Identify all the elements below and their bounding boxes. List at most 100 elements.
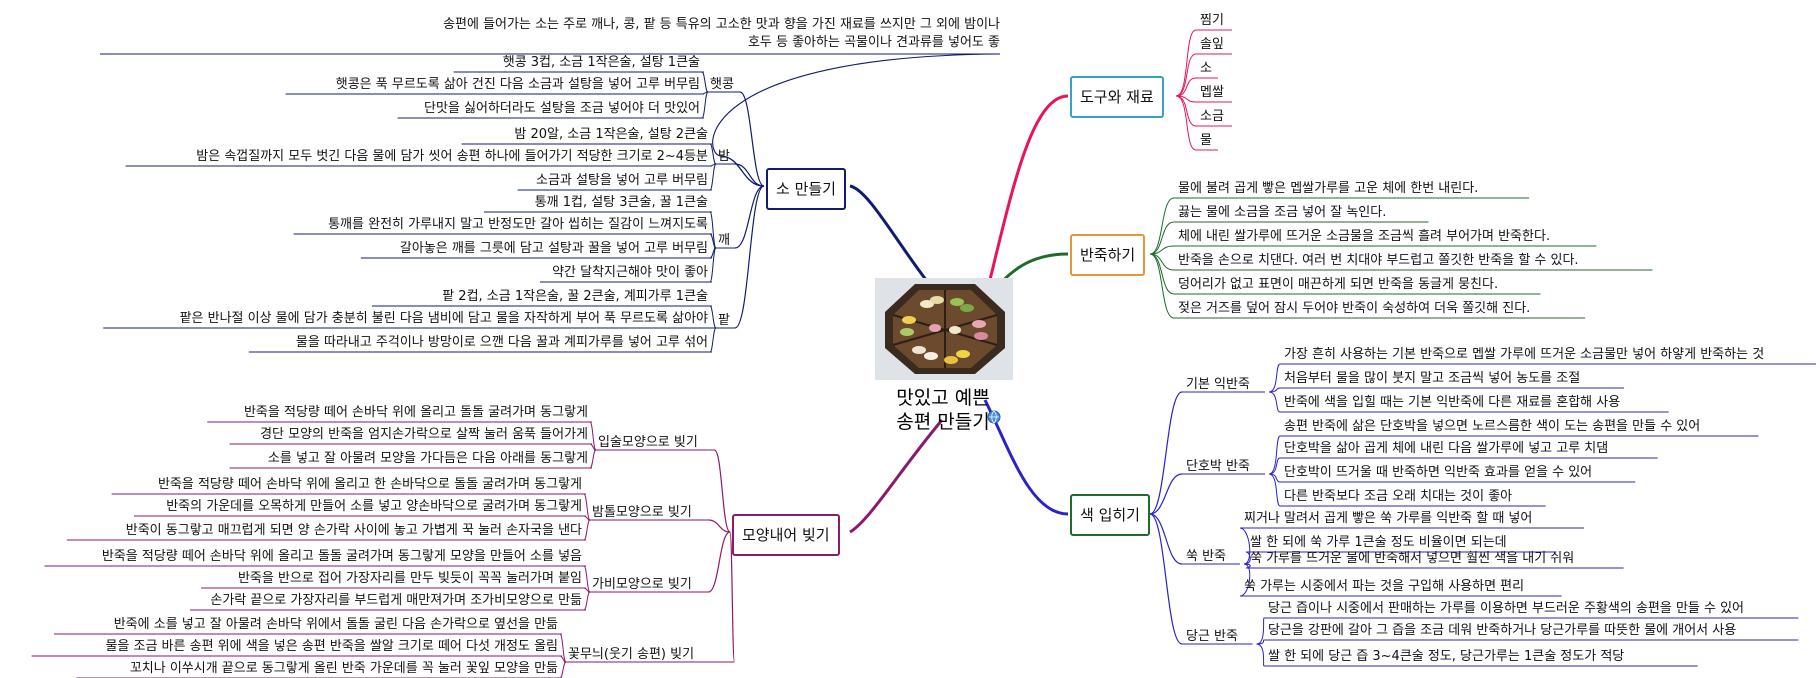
connector	[1149, 513, 1183, 645]
color-item[interactable]: 당근 즙이나 시중에서 판매하는 가루를 이용하면 부드러운 주황색의 송편을 …	[1268, 601, 1745, 616]
so-item[interactable]: 밤은 속껍질까지 모두 벗긴 다음 물에 담가 씻어 송편 하나에 들어가기 적…	[196, 149, 708, 164]
color-group-label-3[interactable]: 당근 반죽	[1186, 629, 1238, 644]
shape-item[interactable]: 반죽을 적당량 떼어 손바닥 위에 올리고 돌돌 굴려가며 동그랗게 모양을 만…	[101, 549, 582, 564]
dough-step[interactable]: 체에 내린 쌀가루에 뜨거운 소금물을 조금씩 흘려 부어가며 반죽한다.	[1178, 229, 1551, 244]
connector	[583, 519, 591, 541]
connector	[1175, 29, 1197, 97]
so-item[interactable]: 팥은 반나절 이상 물에 담가 충분히 불린 다음 냄비에 담고 물을 자작하게…	[179, 311, 708, 326]
connector	[709, 233, 717, 249]
connector	[559, 633, 567, 663]
so-group-label-1[interactable]: 밤	[718, 149, 730, 164]
shape-item[interactable]: 반죽을 적당량 떼어 손바닥 위에 올리고 돌돌 굴려가며 동그랗게	[243, 405, 588, 420]
connector	[983, 94, 1069, 301]
dough-step[interactable]: 덩어리가 없고 표면이 매끈하게 되면 반죽을 동글게 뭉친다.	[1178, 277, 1499, 292]
connector	[712, 53, 1001, 157]
topic-so-making[interactable]: 소 만들기	[766, 168, 846, 210]
shape-item[interactable]: 소를 넣고 잘 아물려 모양을 가다듬은 다음 아래를 동그랗게	[267, 451, 588, 466]
so-item[interactable]: 햇콩은 푹 무르도록 삶아 건진 다음 소금과 설탕을 넣어 고루 버무림	[335, 77, 700, 92]
connector	[1149, 473, 1183, 515]
connector	[734, 185, 765, 329]
color-group-label-1[interactable]: 단호박 반죽	[1186, 459, 1250, 474]
dough-step[interactable]: 끓는 물에 소금을 조금 넣어 잘 녹인다.	[1178, 205, 1387, 220]
connector	[1268, 363, 1281, 393]
connector	[1256, 617, 1265, 645]
so-item[interactable]: 팥 2컵, 소금 1작은술, 꿀 2큰술, 계피가루 1큰술	[442, 289, 708, 304]
connector	[559, 661, 567, 678]
color-item[interactable]: 다른 반죽보다 조금 오래 치대는 것이 좋아	[1284, 489, 1513, 504]
tool-item[interactable]: 소금	[1200, 109, 1224, 124]
connector	[1149, 391, 1183, 515]
connector	[709, 247, 717, 283]
shape-item[interactable]: 반죽을 적당량 떼어 손바닥 위에 올리고 한 손바닥으로 돌돌 굴려가며 동그…	[157, 477, 582, 492]
color-item[interactable]: 단호박이 뜨거울 때 반죽하면 익반죽 효과를 얻을 수 있어	[1284, 465, 1593, 480]
so-item[interactable]: 햇콩 3컵, 소금 1작은술, 설탕 1큰술	[502, 55, 700, 70]
tool-item[interactable]: 물	[1200, 133, 1212, 148]
color-item[interactable]: 당근을 강판에 갈아 그 즙을 조금 데워 반죽하거나 당근가루를 따뜻한 물에…	[1268, 623, 1737, 638]
color-item[interactable]: 쑥 가루는 시중에서 파는 것을 구입해 사용하면 편리	[1244, 579, 1525, 594]
connector	[1256, 643, 1265, 667]
so-item[interactable]: 물을 따라내고 주걱이나 방망이로 으깬 다음 꿀과 계피가루를 넣어 고루 섞…	[295, 335, 708, 350]
connector	[589, 421, 597, 451]
connector	[734, 185, 765, 249]
dough-step[interactable]: 반죽을 손으로 치댄다. 여러 번 치대야 부드럽고 쫄깃한 반죽을 할 수 있…	[1178, 253, 1579, 268]
so-group-label-3[interactable]: 팥	[718, 313, 730, 328]
shape-item[interactable]: 손가락 끝으로 가장자리를 부드럽게 매만져가며 조가비모양으로 만듦	[210, 593, 582, 608]
color-item[interactable]: 찌거나 말려서 곱게 빻은 쑥 가루를 익반죽 할 때 넣어	[1244, 511, 1533, 526]
connector	[709, 327, 717, 353]
songpyeon-tray-image	[875, 278, 1013, 380]
so-item[interactable]: 소금과 설탕을 넣어 고루 버무림	[535, 173, 708, 188]
so-item[interactable]: 단맛을 싫어하더라도 설탕을 조금 넣어야 더 맛있어	[424, 101, 700, 116]
connector	[709, 143, 717, 165]
shape-item[interactable]: 반죽에 소를 넣고 잘 아물려 손바닥 위에서 돌돌 굴린 다음 손가락으로 옆…	[113, 617, 558, 632]
color-item[interactable]: 가장 흔히 사용하는 기본 반죽으로 멥쌀 가루에 뜨거운 소금물만 넣어 하얗…	[1284, 347, 1765, 362]
connector	[734, 163, 765, 187]
connector	[709, 305, 717, 329]
topic-dough[interactable]: 반죽하기	[1070, 234, 1146, 276]
so-group-label-0[interactable]: 햇콩	[710, 77, 734, 92]
color-item[interactable]: 송편 반죽에 삶은 단호박을 넣으면 노르스름한 색이 도는 송편을 만들 수 …	[1284, 419, 1701, 434]
shape-group-label-0[interactable]: 입술모양으로 빚기	[598, 435, 698, 450]
shape-item[interactable]: 꼬치나 이쑤시개 끝으로 동그랗게 올린 반죽 가운데를 꼭 눌러 꽃잎 모양을…	[129, 661, 558, 676]
connector	[709, 163, 717, 191]
shape-group-label-3[interactable]: 꽃무늬(웃기 송편) 빚기	[568, 647, 695, 662]
so-item[interactable]: 통깨 1컵, 설탕 3큰술, 꿀 1큰술	[534, 195, 708, 210]
tool-item[interactable]: 솔잎	[1200, 37, 1224, 52]
so-item[interactable]: 약간 달착지근해야 맛이 좋아	[552, 265, 708, 280]
shape-group-label-1[interactable]: 밤톨모양으로 빚기	[592, 505, 692, 520]
shape-group-label-2[interactable]: 가비모양으로 빚기	[592, 577, 692, 592]
color-item[interactable]: 쌀 한 되에 쑥 가루 1큰술 정도 비율이면 되는데	[1250, 535, 1507, 550]
connector	[1149, 253, 1175, 319]
color-group-label-0[interactable]: 기본 익반죽	[1186, 377, 1250, 392]
shape-item[interactable]: 반죽의 가운데를 오목하게 만들어 소를 넣고 양손바닥으로 굴려가며 동그랗게	[166, 499, 582, 514]
dough-step[interactable]: 젖은 거즈를 덮어 잠시 두어야 반죽이 숙성하여 더욱 쫄깃해 진다.	[1178, 301, 1531, 316]
dough-step[interactable]: 물에 불려 곱게 빻은 멥쌀가루를 고운 체에 한번 내린다.	[1178, 181, 1479, 196]
so-item[interactable]: 갈아놓은 깨를 그릇에 담고 설탕과 꿀을 넣어 고루 버무림	[399, 241, 708, 256]
topic-tools-ingredients[interactable]: 도구와 재료	[1070, 76, 1164, 118]
shape-item[interactable]: 물을 조금 바른 송편 위에 색을 넣은 송편 반죽을 쌀알 크기로 떼어 다섯…	[105, 639, 558, 654]
color-item[interactable]: 반죽에 색을 입힐 때는 기본 익반죽에 다른 재료를 혼합해 사용	[1284, 395, 1621, 410]
globe-icon[interactable]	[987, 410, 1001, 424]
connector	[583, 565, 591, 593]
connector	[1149, 221, 1175, 255]
shape-item[interactable]: 반죽을 반으로 접어 가장자리를 만두 빚듯이 꼭꼭 눌러가며 붙임	[237, 571, 582, 586]
tool-item[interactable]: 소	[1200, 61, 1212, 76]
so-intro-line-2[interactable]: 호두 등 좋아하는 곡물이나 견과류를 넣어도 좋	[747, 35, 1000, 50]
so-intro-line-1[interactable]: 송편에 들어가는 소는 주로 깨나, 콩, 팥 등 특유의 고소한 맛과 향을 …	[443, 17, 1000, 32]
color-item[interactable]: 쌀 한 되에 당근 즙 3~4큰술 정도, 당근가루는 1큰술 정도가 적당	[1268, 649, 1625, 664]
so-group-label-2[interactable]: 깨	[718, 233, 730, 248]
connector	[589, 449, 597, 469]
so-item[interactable]: 통깨를 완전히 가루내지 말고 반정도만 갈아 씹히는 질감이 느껴지도록	[328, 217, 708, 232]
shape-item[interactable]: 반죽이 동그랗고 매끄럽게 되면 양 손가락 사이에 놓고 가볍게 꾹 눌러 손…	[125, 523, 582, 538]
tool-item[interactable]: 찜기	[1200, 13, 1224, 28]
shape-item[interactable]: 경단 모양의 반죽을 엄지손가락으로 살짝 눌러 움푹 들어가게	[260, 427, 588, 442]
so-item[interactable]: 밤 20알, 소금 1작은술, 설탕 2큰술	[514, 127, 708, 142]
color-item[interactable]: 쑥 가루를 뜨거운 물에 반죽해서 넣으면 훨씬 색을 내기 쉬워	[1250, 551, 1575, 566]
center-title[interactable]: 맛있고 예쁜 송편 만들기	[868, 386, 1018, 434]
tool-item[interactable]: 멥쌀	[1200, 85, 1224, 100]
topic-coloring[interactable]: 색 입히기	[1070, 494, 1150, 536]
color-group-label-2[interactable]: 쑥 반죽	[1186, 549, 1227, 564]
topic-shaping[interactable]: 모양내어 빚기	[732, 514, 840, 556]
color-item[interactable]: 단호박을 삶아 곱게 체에 내린 다음 쌀가루에 넣고 고루 치댐	[1284, 441, 1609, 456]
color-item[interactable]: 처음부터 물을 많이 붓지 말고 조금씩 넣어 농도를 조절	[1284, 371, 1581, 386]
